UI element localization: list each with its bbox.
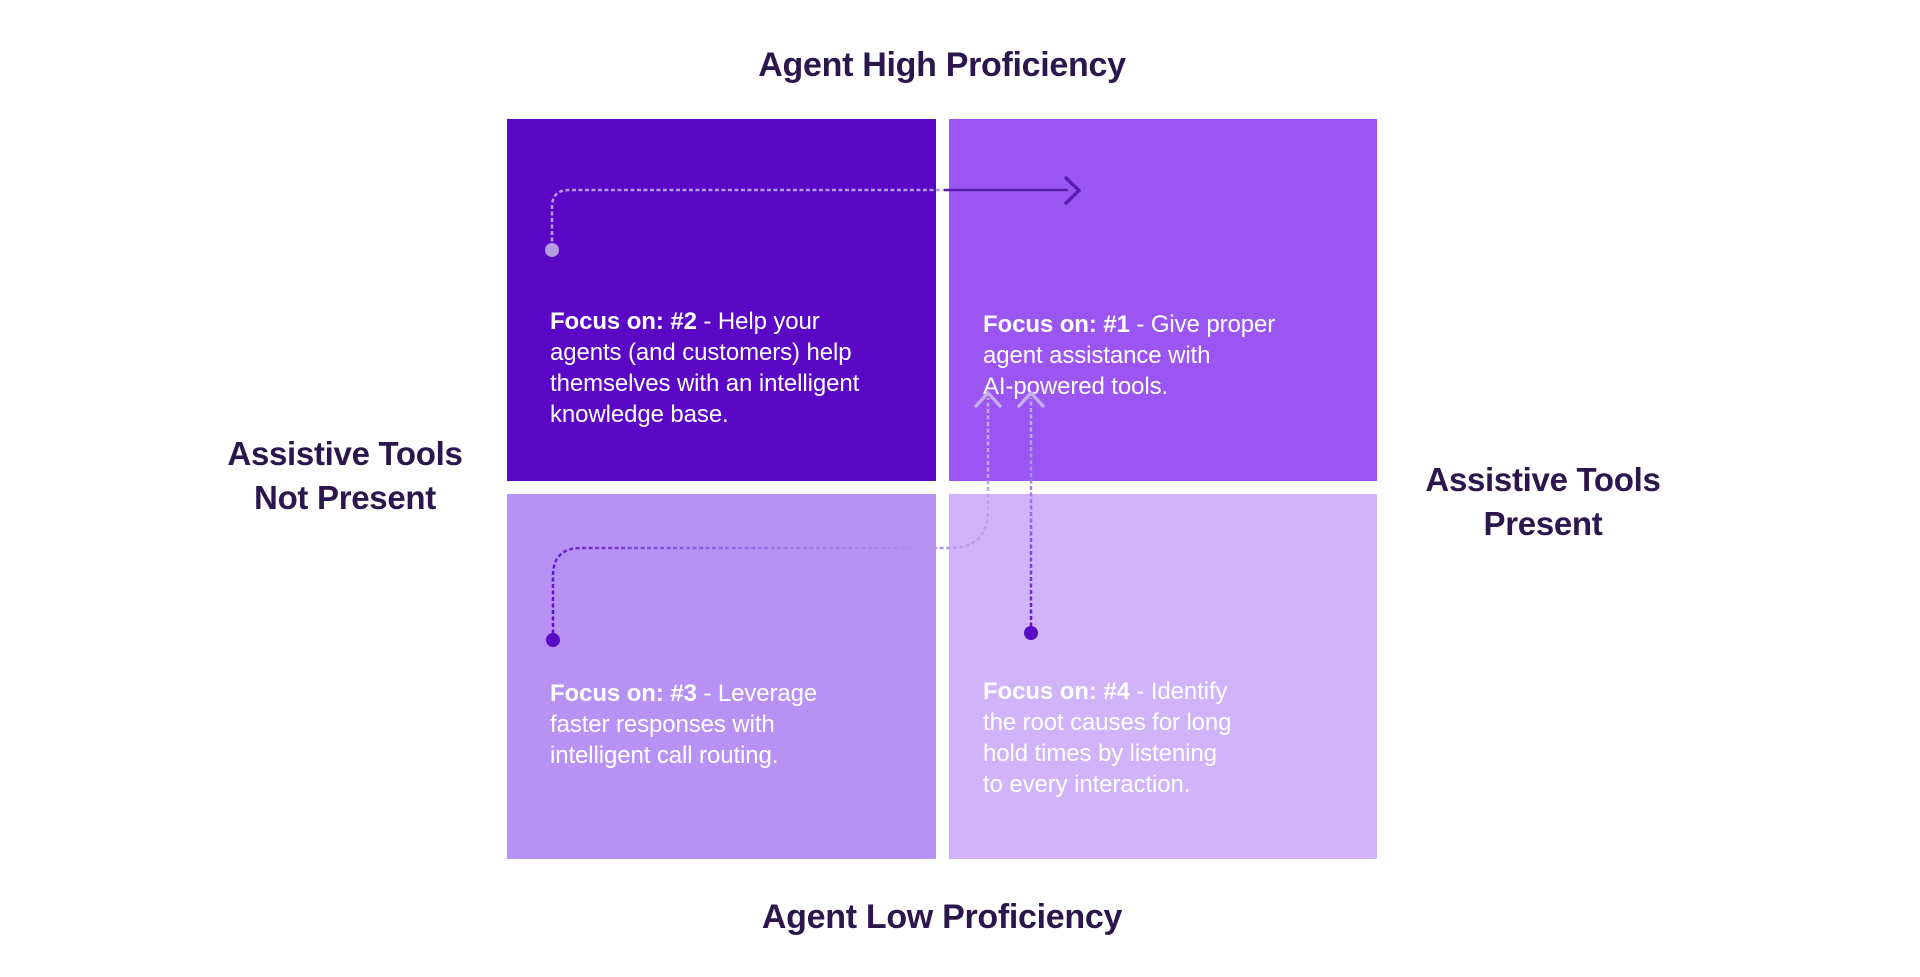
quadrant-focus-2-text: Focus on: #2 - Help your agents (and cus… [550, 306, 884, 430]
axis-label-high-proficiency: Agent High Proficiency [758, 46, 1126, 84]
quadrant-focus-1-text: Focus on: #1 - Give proper agent assista… [983, 309, 1287, 402]
quadrant-focus-1-body: - Give proper agent assistance with AI-p… [983, 311, 1276, 400]
quadrant-focus-4-heading: Focus on: #4 [983, 678, 1130, 705]
quadrant-focus-3: Focus on: #3 - Leverage faster responses… [507, 494, 936, 859]
axis-label-tools-not-present: Assistive Tools Not Present [227, 435, 463, 516]
quadrant-focus-1: Focus on: #1 - Give proper agent assista… [949, 119, 1377, 481]
quadrant-focus-3-text: Focus on: #3 - Leverage faster responses… [550, 678, 840, 771]
axis-label-low-proficiency: Agent Low Proficiency [761, 898, 1123, 936]
axis-label-tools-present: Assistive Tools Present [1425, 461, 1661, 542]
quadrant-focus-2-heading: Focus on: #2 [550, 308, 697, 335]
quadrant-focus-4-text: Focus on: #4 - Identify the root causes … [983, 676, 1273, 800]
quadrant-focus-1-heading: Focus on: #1 [983, 311, 1130, 338]
quadrant-focus-4: Focus on: #4 - Identify the root causes … [949, 494, 1377, 859]
quadrant-focus-4-body: - Identify the root causes for long hold… [983, 678, 1232, 798]
quadrant-focus-2: Focus on: #2 - Help your agents (and cus… [507, 119, 936, 481]
quadrant-focus-3-body: - Leverage faster responses with intelli… [550, 680, 818, 769]
quadrant-focus-3-heading: Focus on: #3 [550, 680, 697, 707]
